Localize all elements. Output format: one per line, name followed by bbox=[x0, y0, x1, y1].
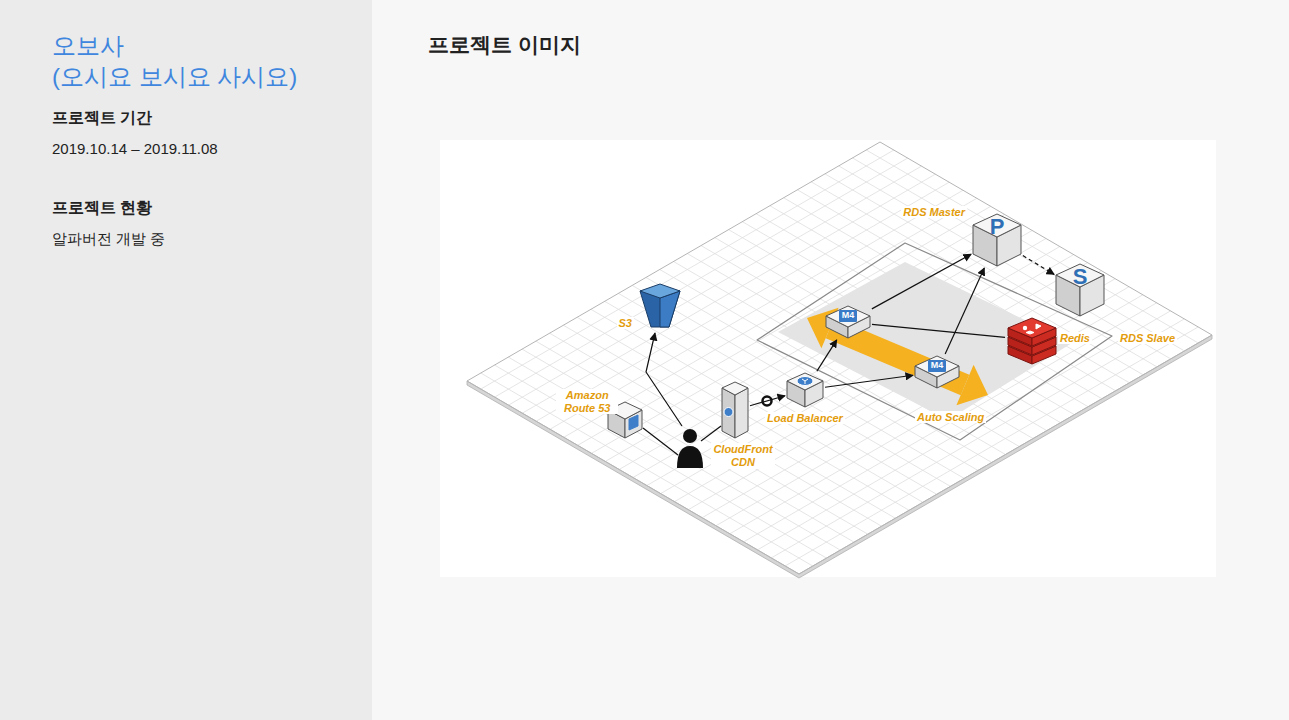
scaling-group: Auto ScalingM4M4 bbox=[795, 290, 1000, 430]
node-label: CloudFront CDN bbox=[711, 443, 774, 468]
node-label: Amazon Route 53 bbox=[556, 389, 618, 414]
connector bbox=[1023, 256, 1054, 275]
user-to-storage-line bbox=[646, 333, 682, 426]
icon-face bbox=[1056, 264, 1104, 287]
grid-line bbox=[522, 349, 854, 542]
icon-face bbox=[722, 388, 735, 438]
side-panel bbox=[0, 0, 372, 720]
node-label: S3 bbox=[617, 317, 634, 330]
node-icon bbox=[786, 372, 824, 408]
icon-face bbox=[1036, 324, 1041, 329]
storage-bucket: S3 bbox=[638, 281, 682, 329]
grid-line bbox=[508, 357, 840, 550]
icon-shape bbox=[640, 284, 680, 327]
database-slave: SRDS Slave bbox=[1055, 263, 1105, 317]
icon-face bbox=[629, 415, 638, 430]
icon-face bbox=[735, 388, 748, 438]
icon-shape bbox=[1056, 264, 1104, 316]
field-heading: 프로젝트 기간 bbox=[52, 108, 152, 128]
connector bbox=[750, 396, 785, 406]
icon-glyph bbox=[802, 379, 808, 384]
user-head bbox=[683, 429, 697, 443]
node-icon bbox=[638, 281, 682, 329]
icon-badge bbox=[724, 408, 733, 417]
icon-badge bbox=[797, 377, 813, 386]
connector bbox=[825, 375, 913, 387]
icon-shape bbox=[915, 356, 959, 388]
icon-shape bbox=[787, 373, 823, 407]
dns-service: Amazon Route 53 bbox=[607, 401, 643, 439]
connector bbox=[872, 254, 971, 309]
field-heading: 프로젝트 현황 bbox=[52, 198, 152, 218]
icon-face bbox=[1026, 331, 1034, 334]
icon-face bbox=[787, 373, 823, 390]
cdn-line bbox=[701, 426, 721, 441]
server-instance: M4 bbox=[825, 305, 871, 339]
node-icon bbox=[1006, 315, 1058, 365]
connector bbox=[945, 268, 984, 354]
icon-shape bbox=[973, 214, 1021, 266]
icon-face bbox=[1008, 318, 1056, 338]
dns-line bbox=[643, 428, 678, 455]
node-label: RDS Slave bbox=[1118, 332, 1177, 345]
database-master: PRDS Master bbox=[972, 213, 1022, 267]
connector bbox=[817, 340, 837, 371]
user-body bbox=[677, 446, 703, 468]
node-label: Auto Scaling bbox=[915, 411, 986, 424]
icon-face bbox=[915, 356, 959, 377]
node-label: Redis bbox=[1058, 332, 1092, 345]
node-label: Load Balancer bbox=[765, 412, 845, 425]
icon-letter: M4 bbox=[839, 310, 858, 322]
isometric-grid bbox=[481, 150, 1198, 566]
vpc-outline bbox=[757, 243, 1112, 440]
grid-line bbox=[481, 373, 813, 566]
icon-shape bbox=[722, 382, 748, 438]
server-instance: M4 bbox=[914, 355, 960, 389]
icon-shape bbox=[1008, 318, 1056, 364]
connector bbox=[872, 324, 1005, 337]
icon-face bbox=[826, 306, 870, 327]
subnet-area bbox=[778, 262, 1072, 420]
icon-letter: P bbox=[990, 216, 1005, 238]
icon-face bbox=[640, 284, 680, 298]
project-name: 오보사 bbox=[52, 30, 124, 61]
cache-stack: Redis bbox=[1006, 315, 1058, 365]
icon-letter: M4 bbox=[928, 360, 947, 372]
icon-face bbox=[973, 214, 1021, 237]
grid-outline bbox=[467, 142, 1212, 574]
grid-line bbox=[550, 333, 882, 526]
node-icon bbox=[721, 381, 749, 439]
project-subtitle: (오시요 보시요 사시요) bbox=[52, 61, 297, 92]
icon-letter: S bbox=[1073, 266, 1088, 288]
field-value: 알파버전 개발 중 bbox=[52, 229, 165, 248]
drawing-part bbox=[750, 254, 1054, 405]
grid-slab-edge bbox=[467, 335, 1212, 578]
node-label: RDS Master bbox=[901, 206, 967, 219]
icon-face bbox=[722, 382, 748, 395]
scaling-arrowhead bbox=[956, 365, 988, 406]
cdn-service: CloudFront CDN bbox=[721, 381, 749, 439]
image-ground bbox=[440, 140, 1216, 577]
icon-glyph bbox=[1023, 326, 1027, 330]
field-value: 2019.10.14 – 2019.11.08 bbox=[52, 139, 218, 158]
section-heading: 프로젝트 이미지 bbox=[428, 32, 581, 58]
icon-shape bbox=[826, 306, 870, 338]
load-balancer: Load Balancer bbox=[786, 372, 824, 408]
